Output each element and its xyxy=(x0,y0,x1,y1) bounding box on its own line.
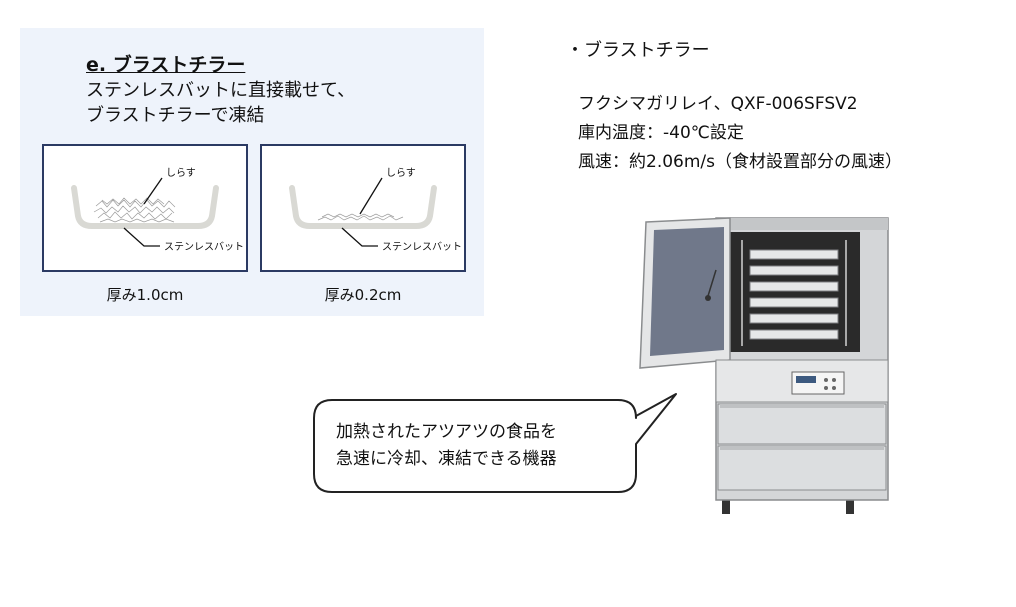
diagram-thick-layer: しらす ステンレスバット xyxy=(42,144,248,272)
equipment-specs: フクシマガリレイ、QXF-006SFSV2 庫内温度：-40℃設定 風速：約2.… xyxy=(578,90,902,177)
thickness-caption: 厚み1.0cm xyxy=(106,286,184,304)
spec-model: フクシマガリレイ、QXF-006SFSV2 xyxy=(578,94,858,114)
panel-description-line: ステンレスバットに直接載せて、 xyxy=(86,80,356,101)
tray-diagram-thick: しらす ステンレスバット xyxy=(71,167,244,253)
panel-description-line: ブラストチラーで凍結 xyxy=(86,105,265,126)
label-stainless-tray: ステンレスバット xyxy=(164,241,244,253)
label-stainless-tray: ステンレスバット xyxy=(382,241,462,253)
label-whitebait: しらす xyxy=(386,167,416,179)
thickness-caption: 厚み0.2cm xyxy=(324,286,402,304)
whitebait-mass xyxy=(93,197,176,223)
callout-line: 加熱されたアツアツの食品を xyxy=(336,422,557,442)
panel-title: e. ブラストチラー xyxy=(86,54,246,76)
spec-temperature: 庫内温度：-40℃設定 xyxy=(578,123,744,143)
stainless-tray-shape xyxy=(289,185,437,229)
blast-chiller-image xyxy=(639,217,889,514)
callout-line: 急速に冷却、凍結できる機器 xyxy=(336,449,557,469)
blast-chiller-method-panel: e. ブラストチラー ステンレスバットに直接載せて、 ブラストチラーで凍結 しら… xyxy=(20,28,484,316)
equipment-heading: ・ブラストチラー xyxy=(566,40,710,61)
chiller-trays xyxy=(749,249,839,340)
speech-callout xyxy=(313,393,677,493)
whitebait-mass xyxy=(317,213,404,221)
callout-text: 加熱されたアツアツの食品を 急速に冷却、凍結できる機器 xyxy=(336,419,557,473)
panel-description: ステンレスバットに直接載せて、 ブラストチラーで凍結 xyxy=(86,78,355,128)
spec-wind-speed: 風速：約2.06m/s（食材設置部分の風速） xyxy=(578,152,902,172)
tray-diagram-thin: しらす ステンレスバット xyxy=(289,167,462,253)
label-whitebait: しらす xyxy=(166,167,196,179)
stainless-tray-shape xyxy=(71,185,219,229)
diagram-thin-layer: しらす ステンレスバット xyxy=(260,144,466,272)
